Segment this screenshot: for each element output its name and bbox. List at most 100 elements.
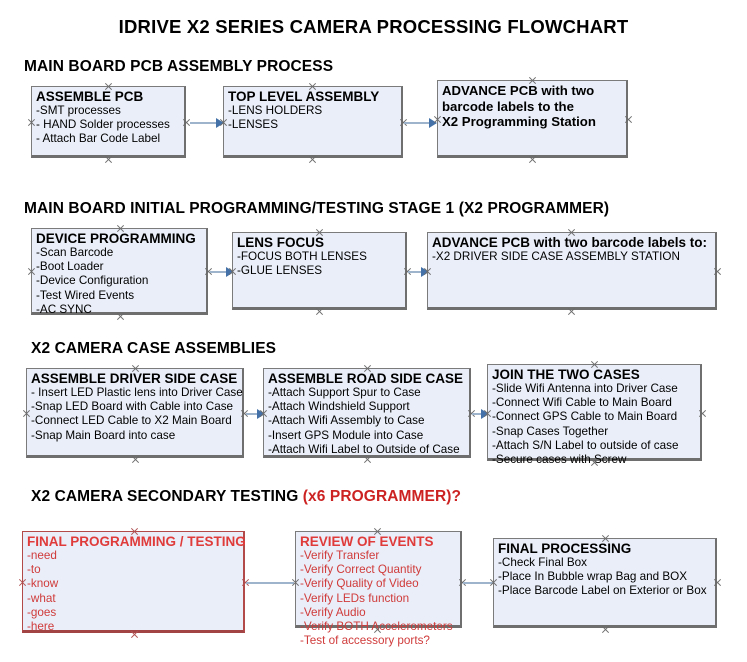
box-line: -AC SYNC (36, 302, 92, 316)
box-line: -Insert GPS Module into Case (268, 428, 424, 442)
arrow-shaft (246, 413, 264, 415)
box-line: -Verify Transfer (300, 549, 380, 562)
box-line: -Snap LED Board with Cable into Case (31, 400, 234, 414)
box-line: -Place In Bubble wrap Bag and BOX (498, 570, 688, 584)
box-title: ASSEMBLE PCB (36, 89, 144, 104)
box-line: -Attach Windshield Support (268, 400, 410, 414)
box-line: -Snap Main Board into case (31, 428, 176, 442)
arrow-head (429, 117, 437, 128)
box-line: - HAND Solder processes (36, 118, 170, 132)
box-lens-focus[interactable]: LENS FOCUS -FOCUS BOTH LENSES -GLUE LENS… (232, 232, 407, 310)
arrow-shaft (472, 413, 488, 415)
arrow-shaft (463, 582, 495, 584)
box-title: REVIEW OF EVENTS (300, 534, 434, 549)
arrow-shaft (408, 271, 428, 273)
box-line: -Snap Cases Together (492, 424, 609, 438)
box-line: -know (27, 577, 59, 591)
box-line: -Device Configuration (36, 274, 149, 288)
section-header-text: MAIN BOARD INITIAL PROGRAMMING/TESTING S… (24, 200, 610, 217)
box-line: -Test Wired Events (36, 288, 135, 302)
arrow-head (216, 117, 224, 128)
section-header-text: MAIN BOARD PCB ASSEMBLY PROCESS (24, 58, 334, 75)
box-line: -Connect Wifi Cable to Main Board (492, 396, 672, 410)
box-line: - Insert LED Plastic lens into Driver Ca… (31, 386, 243, 399)
box-assemble-pcb[interactable]: ASSEMBLE PCB -SMT processes - HAND Solde… (31, 86, 186, 158)
box-title: ASSEMBLE DRIVER SIDE CASE (31, 371, 238, 386)
arrow-shaft (246, 582, 294, 584)
box-line: -Verify Quality of Video (300, 577, 419, 591)
box-title: ADVANCE PCB with two barcode labels to: (432, 235, 708, 250)
box-line: X2 Programming Station (442, 114, 596, 130)
box-title: LENS FOCUS (237, 235, 325, 250)
arrow-assemble-pcb-to-top-level-assembly (190, 117, 224, 128)
box-line: -Verify LEDs function (300, 591, 410, 605)
box-title: FINAL PROCESSING (498, 541, 632, 556)
box-line: -Attach Wifi Label to Outside of Case (268, 442, 460, 456)
arrow-head (257, 408, 265, 419)
box-title: TOP LEVEL ASSEMBLY (228, 89, 380, 104)
box-line: -Boot Loader (36, 260, 104, 274)
arrow-final-programming-to-review-of-events (246, 581, 294, 584)
box-line: -to (27, 563, 41, 577)
box-line: -goes (27, 605, 57, 619)
arrow-top-level-assembly-to-advance-pcb (404, 117, 437, 128)
box-line: -what (27, 591, 56, 605)
arrow-shaft (404, 122, 436, 124)
box-advance-pcb-to-x2-programming-station[interactable]: ADVANCE PCB with two barcode labels to t… (437, 80, 628, 158)
section-header-main-board-pcb-assembly-process: MAIN BOARD PCB ASSEMBLY PROCESS (24, 58, 333, 76)
box-line: -FOCUS BOTH LENSES (237, 250, 367, 263)
box-line: -here (27, 620, 55, 634)
box-line: -Place Barcode Label on Exterior or Box (498, 584, 707, 598)
box-line: - Attach Bar Code Label (36, 132, 161, 146)
box-line: -GLUE LENSES (237, 264, 323, 278)
box-top-level-assembly[interactable]: TOP LEVEL ASSEMBLY -LENS HOLDERS -LENSES (223, 86, 403, 158)
section-header-x2-camera-case-assemblies: X2 CAMERA CASE ASSEMBLIES (31, 340, 276, 358)
box-line: -SMT processes (36, 104, 121, 117)
box-line: barcode labels to the (442, 98, 574, 114)
box-title: ASSEMBLE ROAD SIDE CASE (268, 371, 464, 386)
box-title: JOIN THE TWO CASES (492, 367, 640, 382)
section-header-x2-camera-secondary-testing: X2 CAMERA SECONDARY TESTING (x6 PROGRAMM… (31, 488, 461, 506)
page-title: IDRIVE X2 SERIES CAMERA PROCESSING FLOWC… (118, 16, 629, 37)
box-line: -LENSES (228, 118, 279, 132)
box-assemble-road-side-case[interactable]: ASSEMBLE ROAD SIDE CASE -Attach Support … (263, 368, 471, 458)
section-header-text: X2 CAMERA SECONDARY TESTING (31, 488, 303, 505)
section-header-accent: (x6 PROGRAMMER)? (302, 488, 462, 505)
arrow-head (421, 266, 429, 277)
box-line: -Secure cases with Screw (492, 453, 627, 467)
box-line: -Scan Barcode (36, 246, 114, 259)
box-line: -Attach S/N Label to outside of case (492, 438, 679, 452)
box-final-programming-testing[interactable]: FINAL PROGRAMMING / TESTING -need -to -k… (22, 531, 246, 634)
arrow-driver-side-to-road-side (246, 408, 265, 419)
box-line: -Check Final Box (498, 556, 587, 569)
box-line: ADVANCE PCB with two (442, 83, 595, 98)
arrow-shaft (190, 122, 223, 124)
box-line: -Verify BOTH Accelerometers (300, 620, 453, 634)
box-line: -Slide Wifi Antenna into Driver Case (492, 382, 678, 395)
box-join-the-two-cases[interactable]: JOIN THE TWO CASES -Slide Wifi Antenna i… (487, 364, 702, 466)
box-line: -Verify Audio (300, 605, 366, 619)
box-line: -Connect GPS Cable to Main Board (492, 410, 678, 424)
box-line: -Connect LED Cable to X2 Main Board (31, 414, 232, 428)
box-advance-pcb-to-driver-side-case-assembly[interactable]: ADVANCE PCB with two barcode labels to: … (427, 232, 717, 310)
arrow-lens-focus-to-advance-pcb (408, 266, 429, 277)
box-final-processing[interactable]: FINAL PROCESSING -Check Final Box -Place… (493, 538, 717, 628)
arrow-review-of-events-to-final-processing (463, 581, 495, 584)
box-assemble-driver-side-case[interactable]: ASSEMBLE DRIVER SIDE CASE - Insert LED P… (26, 368, 244, 458)
box-line: -Verify Correct Quantity (300, 563, 422, 577)
arrow-head (226, 266, 234, 277)
box-line: -X2 DRIVER SIDE CASE ASSEMBLY STATION (432, 250, 680, 263)
arrow-shaft (210, 271, 233, 273)
arrow-device-programming-to-lens-focus (210, 266, 234, 277)
arrow-road-side-to-join-cases (472, 408, 489, 419)
box-line: -need (27, 549, 57, 562)
box-device-programming[interactable]: DEVICE PROGRAMMING -Scan Barcode -Boot L… (31, 228, 208, 316)
arrow-head (481, 408, 489, 419)
section-header-text: X2 CAMERA CASE ASSEMBLIES (31, 340, 277, 357)
box-line: -Attach Support Spur to Case (268, 386, 421, 399)
box-title: DEVICE PROGRAMMING (36, 231, 196, 246)
box-line: -LENS HOLDERS (228, 104, 323, 117)
box-line: -Attach Wifi Assembly to Case (268, 414, 425, 428)
box-review-of-events[interactable]: REVIEW OF EVENTS -Verify Transfer -Verif… (295, 531, 462, 647)
